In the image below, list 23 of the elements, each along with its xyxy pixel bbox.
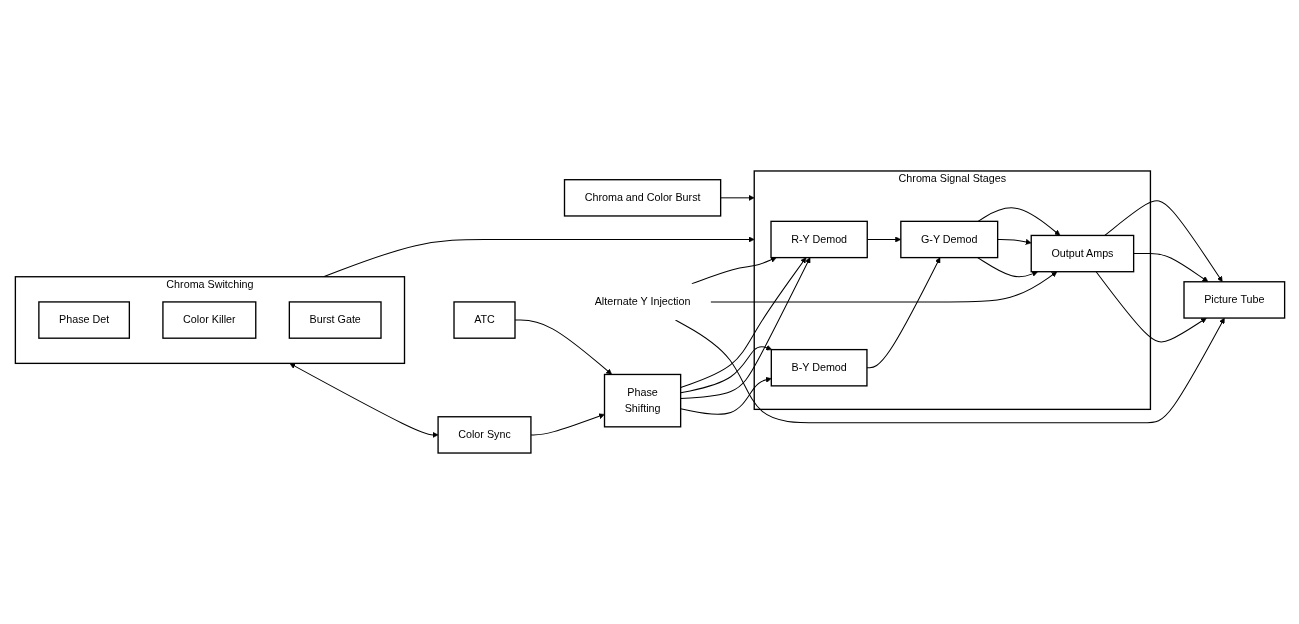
arrow bbox=[709, 271, 1057, 303]
arrow bbox=[977, 207, 1060, 236]
node-box: B-Y Demod bbox=[770, 348, 868, 387]
node-text: Alternate Y Injection bbox=[594, 295, 690, 308]
node-box: R-Y Demod bbox=[769, 220, 868, 259]
node-box: Burst Gate bbox=[288, 301, 382, 339]
node-box: Color Killer bbox=[161, 301, 256, 339]
node-box: Phase Det bbox=[37, 301, 130, 339]
arrow bbox=[1095, 271, 1207, 343]
node-box: Picture Tube bbox=[1182, 281, 1285, 319]
arrow bbox=[289, 363, 438, 438]
arrow bbox=[1103, 200, 1223, 283]
node-box: Color Sync bbox=[436, 416, 532, 454]
arrow bbox=[690, 256, 777, 285]
node-box: Phase Shifting bbox=[603, 373, 681, 428]
node-box: Output Amps bbox=[1030, 234, 1134, 273]
arrow bbox=[514, 319, 612, 375]
arrow bbox=[866, 236, 901, 243]
node-box: Chroma and Color Burst bbox=[563, 179, 721, 217]
node-box: G-Y Demod bbox=[899, 220, 998, 259]
node-box: ATC bbox=[452, 301, 516, 339]
arrow bbox=[976, 257, 1038, 278]
arrow bbox=[674, 317, 1225, 424]
